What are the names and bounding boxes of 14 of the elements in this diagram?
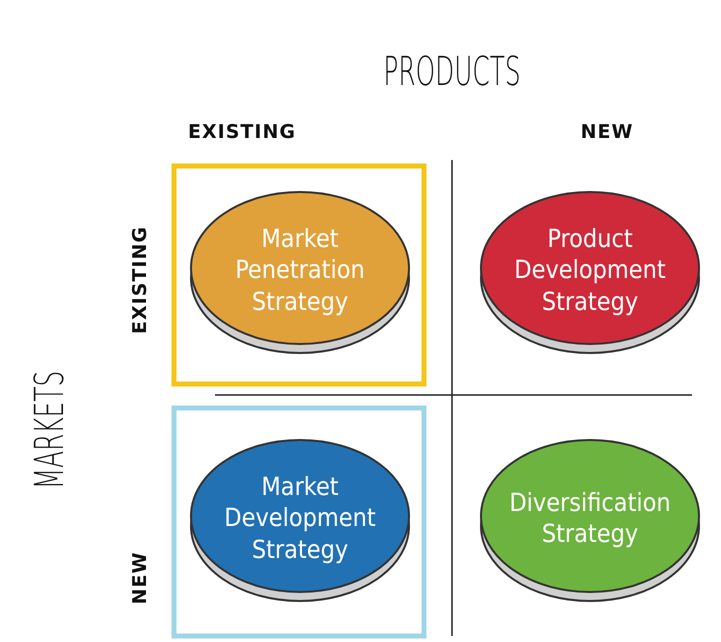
axis-category-label: NEW xyxy=(129,552,151,604)
strategy-disc xyxy=(478,188,702,356)
axis-category-label: EXISTING xyxy=(129,226,151,334)
strategy-disc xyxy=(188,188,412,356)
strategy-disc xyxy=(478,436,702,604)
disc-label: Diversification Strategy xyxy=(508,486,672,550)
axis-title: PRODUCTS xyxy=(383,49,521,95)
disc-label: Market Penetration Strategy xyxy=(234,223,366,318)
strategy-disc xyxy=(188,436,412,604)
disc-label: Market Development Strategy xyxy=(223,471,377,566)
axis-category-label: EXISTING xyxy=(188,121,296,143)
axis-category-label: NEW xyxy=(580,121,634,143)
axis-title: MARKETS xyxy=(27,370,73,490)
disc-label: Product Development Strategy xyxy=(513,223,667,318)
